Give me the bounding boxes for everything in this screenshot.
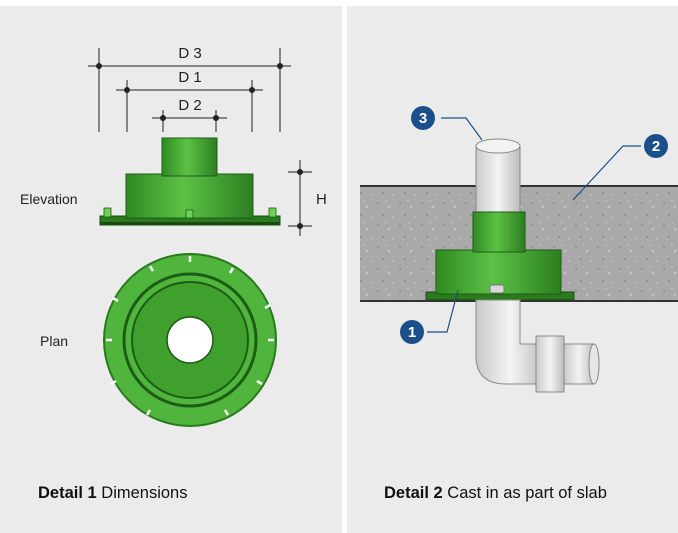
plan-drawing (103, 253, 277, 427)
svg-text:2: 2 (652, 138, 660, 155)
svg-text:3: 3 (419, 110, 427, 127)
elbow-pipe (475, 299, 600, 393)
detail-2-caption-text: Cast in as part of slab (442, 484, 607, 502)
dimension-d2-label: D 2 (178, 97, 201, 114)
callout-3: 3 (411, 106, 435, 130)
dimension-h-label: H (316, 191, 327, 208)
detail-1-caption-text: Dimensions (96, 484, 188, 502)
dimension-d1-label: D 1 (178, 69, 201, 86)
svg-text:1: 1 (408, 324, 416, 341)
dimension-d3-label: D 3 (178, 45, 201, 62)
detail-2-caption-bold: Detail 2 (384, 484, 443, 502)
detail-1-caption: Detail 1 Dimensions (38, 484, 188, 503)
elevation-drawing (99, 137, 281, 226)
cast-in-fitting (425, 211, 575, 301)
detail-1-caption-bold: Detail 1 (38, 484, 97, 502)
callout-2: 2 (644, 134, 668, 158)
plan-label: Plan (40, 333, 68, 349)
callout-1: 1 (400, 320, 424, 344)
vertical-pipe (475, 138, 521, 213)
elevation-label: Elevation (20, 191, 78, 207)
detail-2-caption: Detail 2 Cast in as part of slab (384, 484, 607, 503)
dimension-d3 (88, 48, 291, 132)
